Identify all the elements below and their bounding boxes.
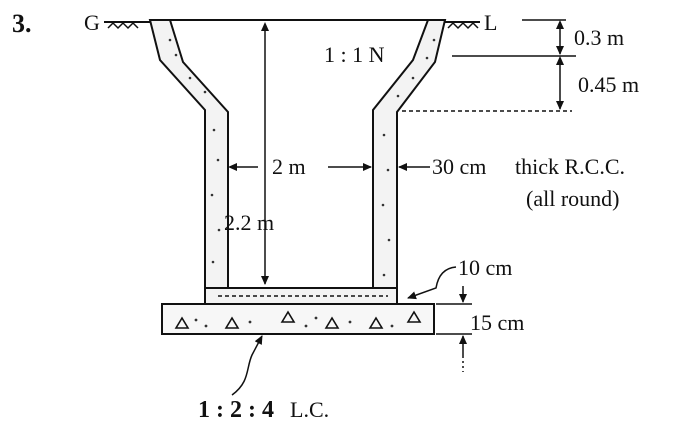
floor-thickness-label: 10 cm xyxy=(458,255,512,280)
base-mix-type: L.C. xyxy=(290,397,329,422)
floor-thickness-pointer xyxy=(407,266,457,300)
left-wall xyxy=(148,19,229,289)
ground-hatch-right xyxy=(440,21,480,30)
base-lime-concrete xyxy=(161,303,435,335)
base-mix-ratio: 1 : 2 : 4 xyxy=(198,397,274,423)
ground-hatch-left xyxy=(104,21,150,30)
base-thickness-label: 15 cm xyxy=(470,310,524,335)
ground-label-left: G xyxy=(84,10,100,35)
wall-note-line1: thick R.C.C. xyxy=(515,154,625,179)
dim-slope-depth-label: 0.45 m xyxy=(578,72,639,97)
wall-texture xyxy=(168,38,436,277)
wall-note-line2: (all round) xyxy=(526,186,619,211)
slope-ratio-label: 1 : 1 N xyxy=(324,42,385,67)
wall-thickness-label: 30 cm xyxy=(432,154,486,179)
ground-label-right: L xyxy=(484,10,497,35)
base-mix-pointer xyxy=(231,335,263,396)
inner-width-label: 2 m xyxy=(272,154,306,179)
dim-top-layer-label: 0.3 m xyxy=(574,25,624,50)
problem-number: 3. xyxy=(12,9,32,38)
depth-dimension-label: 2.2 m xyxy=(224,210,274,235)
base-aggregate-texture xyxy=(174,310,422,329)
